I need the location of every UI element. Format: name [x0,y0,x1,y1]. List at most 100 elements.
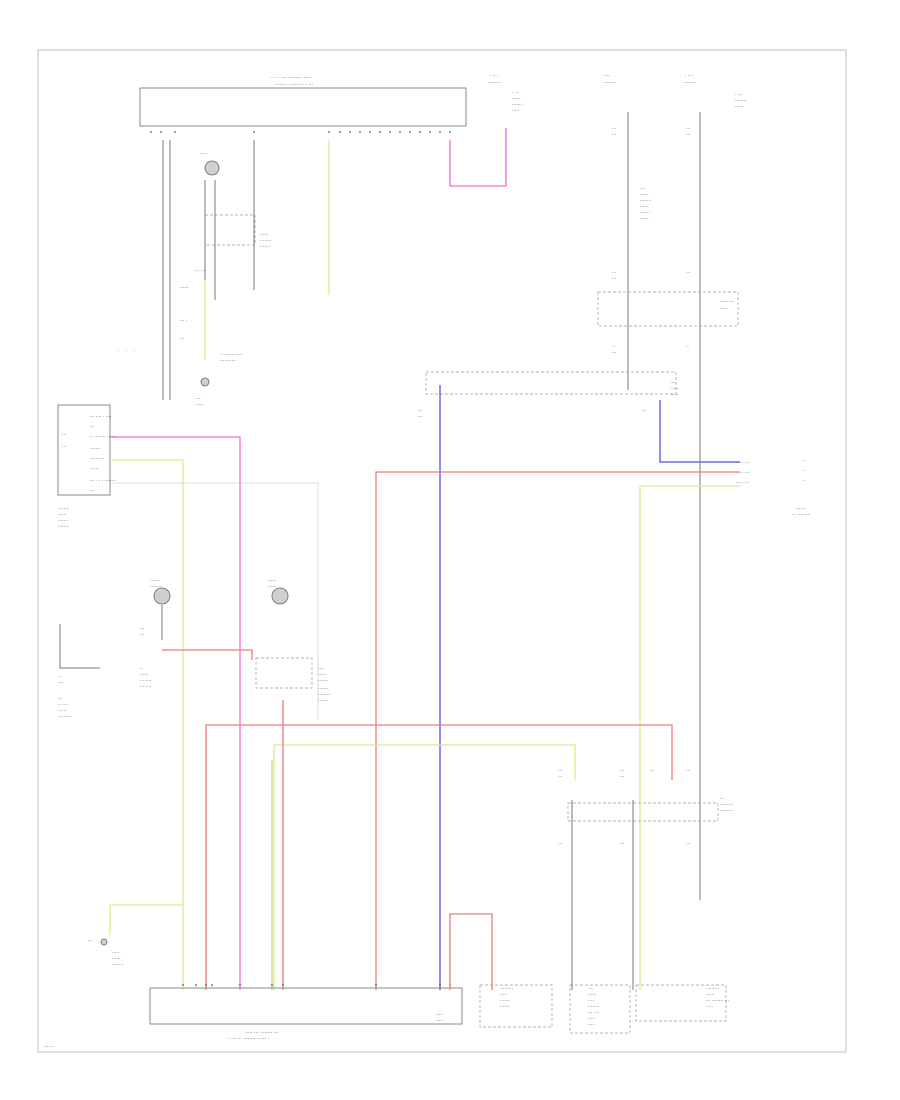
svg-text:····: ···· [670,381,676,386]
svg-text:···: ··· [612,133,616,138]
svg-text:···: ··· [62,445,66,450]
sensor-mid-right: ······ ······ ···· ······ ······· ······… [255,579,331,704]
svg-text:······: ······ [140,673,149,678]
right-fuse-chain: ··· ··· ··· ··· ···· ······ ········ ···… [597,112,739,900]
svg-text:······: ······ [268,585,277,590]
svg-text:··· ···· · ····: ··· ···· · ···· [90,415,111,420]
svg-text:······: ······ [512,97,521,102]
svg-text:·····: ····· [112,951,119,956]
svg-text:··: ·· [58,675,61,680]
svg-text:········: ········ [112,963,123,968]
bottom-left-ground: ··· ····· ······ ········ [88,904,183,968]
svg-text:·········: ········· [720,809,733,814]
svg-text:·····: ····· [588,999,595,1004]
left-switch-cluster: ··· ··· ······ ··· · ··· ·· ······· ····… [180,180,243,408]
svg-text:·······: ······· [58,519,68,524]
sensor-mid-left: ······· ········ ··· ··· ·· ······ ·····… [140,579,171,690]
diagram-frame [37,49,847,1053]
wire-blue-right [659,400,740,463]
svg-text:··: ·· [802,469,805,474]
svg-text:··· ····: ··· ···· [588,1011,599,1016]
svg-text:····: ···· [195,397,201,402]
svg-text:········: ········ [588,1005,599,1010]
svg-text:···: ··· [58,697,62,702]
svg-text:········: ········ [58,507,69,512]
svg-text:······ ···: ······ ··· [90,457,104,462]
svg-text:······: ······ [706,993,715,998]
svg-text:··· ···: ··· ··· [195,269,205,274]
svg-text:···: ··· [620,769,624,774]
svg-text:···········: ··········· [220,359,236,364]
svg-text:···: ··· [90,425,94,430]
svg-text:·········: ········· [488,81,501,86]
svg-text:···: ··· [558,842,562,847]
svg-text:··: ·· [802,459,805,464]
svg-text:········: ········ [58,525,69,530]
svg-text:·····: ····· [603,74,610,79]
svg-text:·········: ········· [58,715,71,720]
bottom-right-modules: ········· ····· ······· ······· ···· ···… [449,913,729,1034]
svg-text:········: ········ [260,239,271,244]
svg-text:·········: ········· [318,693,331,698]
svg-text:·····: ····· [436,1013,443,1018]
svg-text:······: ······ [735,105,744,110]
top-fuse-labels: · ·· · ········· · ··· ······ ······· ··… [488,74,746,114]
svg-text:······: ······ [588,993,597,998]
left-small-switch: ·· ···· ··· ·· ···· ······ ········· [58,624,100,720]
svg-text:···: ··· [686,127,690,132]
svg-text:··: ·· [140,667,143,672]
svg-text:···: ··· [88,939,92,944]
svg-text:···: ··· [642,409,646,414]
svg-text:···: ··· [620,775,624,780]
svg-text:··· · · · ········: ··· · · · ········ [90,479,116,484]
left-control-module: ··· ···· · ···· ··· ··· · · ········ ····… [57,349,135,530]
svg-text:······: ······ [58,513,67,518]
svg-text:·· ····: ·· ···· [58,703,68,708]
svg-text:···: ··· [180,337,184,342]
svg-text:·····: ····· [512,109,519,114]
svg-text:···: ··· [686,271,690,276]
svg-text:·······: ······· [318,687,328,692]
svg-text:······: ······ [180,286,189,291]
wire-yellow-branch [273,744,576,990]
svg-text:··: ·· [612,345,615,350]
svg-text:····: ···· [58,681,64,686]
svg-text:··· ·········: ··· ········· [792,513,811,518]
svg-text:·: · [126,349,127,354]
svg-text:·······: ······· [500,999,510,1004]
svg-text:···: ··· [612,351,616,356]
svg-text:······: ······ [670,387,679,392]
svg-text:······: ······ [112,957,121,962]
svg-text:···: ··· [612,127,616,132]
svg-text:·······: ······· [796,507,806,512]
svg-text:·····: ····· [436,1019,443,1024]
wire-pink-top [449,128,507,187]
svg-text:···: ··· [686,769,690,774]
svg-text:·······: ······· [318,679,328,684]
svg-text:···: ··· [558,775,562,780]
svg-text:···: ··· [558,769,562,774]
svg-text:· ···: · ··· [735,93,742,98]
svg-text:···: ··· [720,797,724,802]
svg-text:·········: ········· [706,987,719,992]
svg-text:····· ···: ····· ··· [736,481,749,486]
svg-text:···: ··· [686,842,690,847]
svg-text:·: · [134,349,135,354]
svg-text:· ···: · ··· [512,91,519,96]
svg-text:···: ··· [612,277,616,282]
svg-text:·····: ····· [706,1005,713,1010]
svg-text:·······: ······· [500,1005,510,1010]
svg-text:··: ·· [802,479,805,484]
svg-text:·····: ····· [588,1017,595,1022]
svg-text:···: ··· [418,415,422,420]
svg-text:·····: ····· [200,152,207,157]
wire-red-mid [162,649,253,660]
svg-text:····: ···· [318,667,324,672]
svg-text:·······: ······· [90,447,100,452]
svg-text:·······: ······· [318,699,328,704]
svg-text:········: ········ [735,99,746,104]
sensor-top-left: ····· ······ ········ ······· [200,152,271,250]
svg-text:········: ········ [140,679,151,684]
svg-text:····· ···: ····· ··· [736,471,749,476]
